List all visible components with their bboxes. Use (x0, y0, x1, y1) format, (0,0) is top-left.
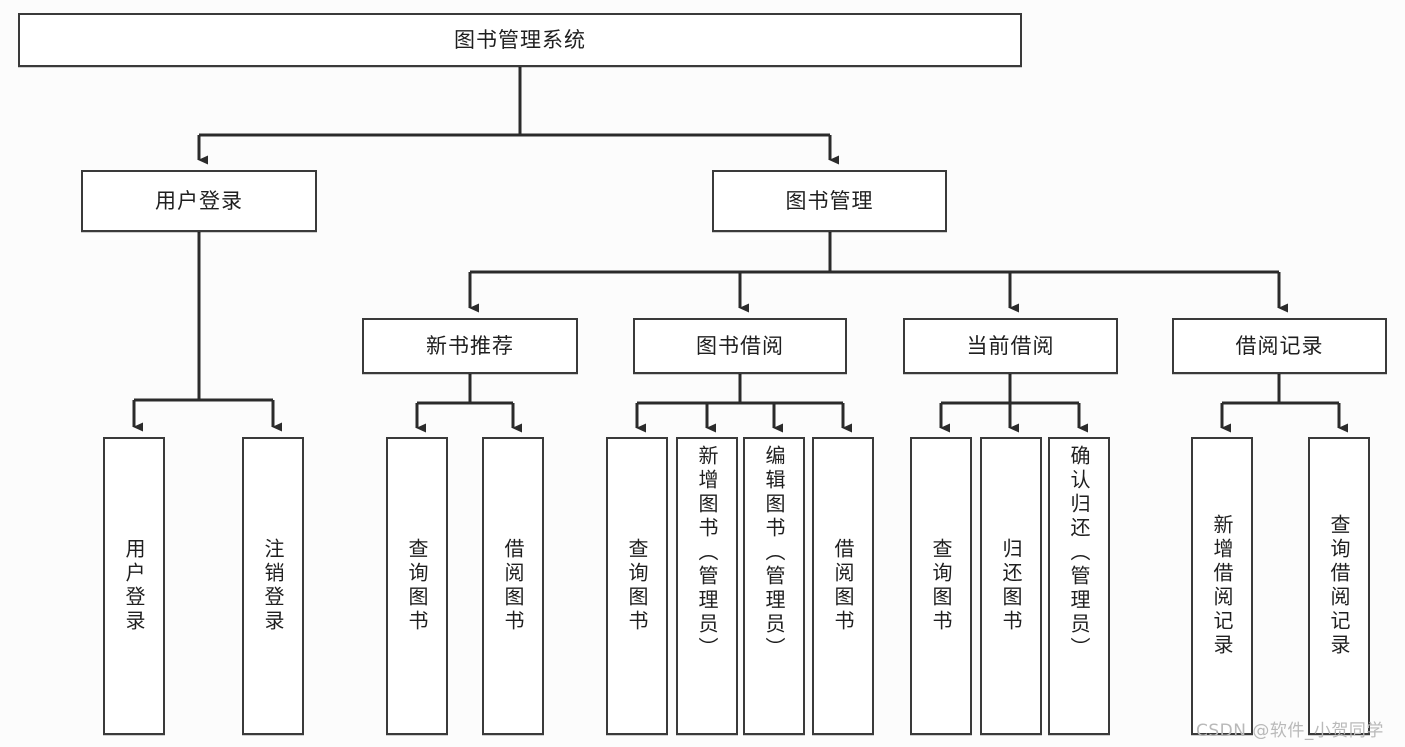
node-new-book-recommend[interactable]: 新书推荐 (362, 318, 578, 374)
leaf-record-query-record-label: 查询借阅记录 (1327, 514, 1351, 658)
leaf-recommend-borrow-book[interactable]: 借阅图书 (482, 437, 544, 735)
node-current-borrow-label: 当前借阅 (966, 333, 1055, 358)
node-borrow-record-label: 借阅记录 (1235, 333, 1324, 358)
leaf-current-query-book[interactable]: 查询图书 (910, 437, 972, 735)
leaf-current-return-book[interactable]: 归还图书 (980, 437, 1042, 735)
node-book-borrow-label: 图书借阅 (696, 333, 784, 358)
node-user-login[interactable]: 用户登录 (81, 170, 317, 232)
node-root-label: 图书管理系统 (454, 27, 586, 52)
leaf-borrow-query-book-label: 查询图书 (625, 538, 649, 634)
csdn-watermark: CSDN @软件_小贺同学 (1196, 721, 1384, 741)
leaf-borrow-borrow-book[interactable]: 借阅图书 (812, 437, 874, 735)
leaf-borrow-add-book[interactable]: 新增图书（管理员） (676, 437, 738, 735)
leaf-record-add-record[interactable]: 新增借阅记录 (1191, 437, 1253, 735)
node-user-login-label: 用户登录 (155, 188, 243, 213)
leaf-borrow-add-book-label: 新增图书（管理员） (695, 445, 719, 661)
node-current-borrow[interactable]: 当前借阅 (903, 318, 1118, 374)
node-book-management[interactable]: 图书管理 (712, 170, 947, 232)
leaf-borrow-query-book[interactable]: 查询图书 (606, 437, 668, 735)
leaf-user-login-login-label: 用户登录 (122, 538, 146, 634)
node-borrow-record[interactable]: 借阅记录 (1172, 318, 1387, 374)
node-book-borrow[interactable]: 图书借阅 (633, 318, 847, 374)
node-new-book-recommend-label: 新书推荐 (426, 333, 514, 358)
leaf-current-confirm-return-label: 确认归还（管理员） (1067, 445, 1091, 661)
leaf-record-query-record[interactable]: 查询借阅记录 (1308, 437, 1370, 735)
leaf-user-login-login[interactable]: 用户登录 (103, 437, 165, 735)
leaf-record-add-record-label: 新增借阅记录 (1210, 514, 1234, 658)
leaf-recommend-borrow-book-label: 借阅图书 (501, 538, 525, 634)
leaf-borrow-borrow-book-label: 借阅图书 (831, 538, 855, 634)
leaf-borrow-edit-book-label: 编辑图书（管理员） (762, 445, 786, 661)
leaf-recommend-query-book[interactable]: 查询图书 (386, 437, 448, 735)
node-root[interactable]: 图书管理系统 (18, 13, 1022, 67)
leaf-current-confirm-return[interactable]: 确认归还（管理员） (1048, 437, 1110, 735)
leaf-recommend-query-book-label: 查询图书 (405, 538, 429, 634)
node-book-management-label: 图书管理 (785, 188, 874, 213)
leaf-current-query-book-label: 查询图书 (929, 538, 953, 634)
leaf-user-login-logout[interactable]: 注销登录 (242, 437, 304, 735)
leaf-current-return-book-label: 归还图书 (999, 538, 1023, 634)
leaf-user-login-logout-label: 注销登录 (261, 538, 285, 634)
leaf-borrow-edit-book[interactable]: 编辑图书（管理员） (743, 437, 805, 735)
